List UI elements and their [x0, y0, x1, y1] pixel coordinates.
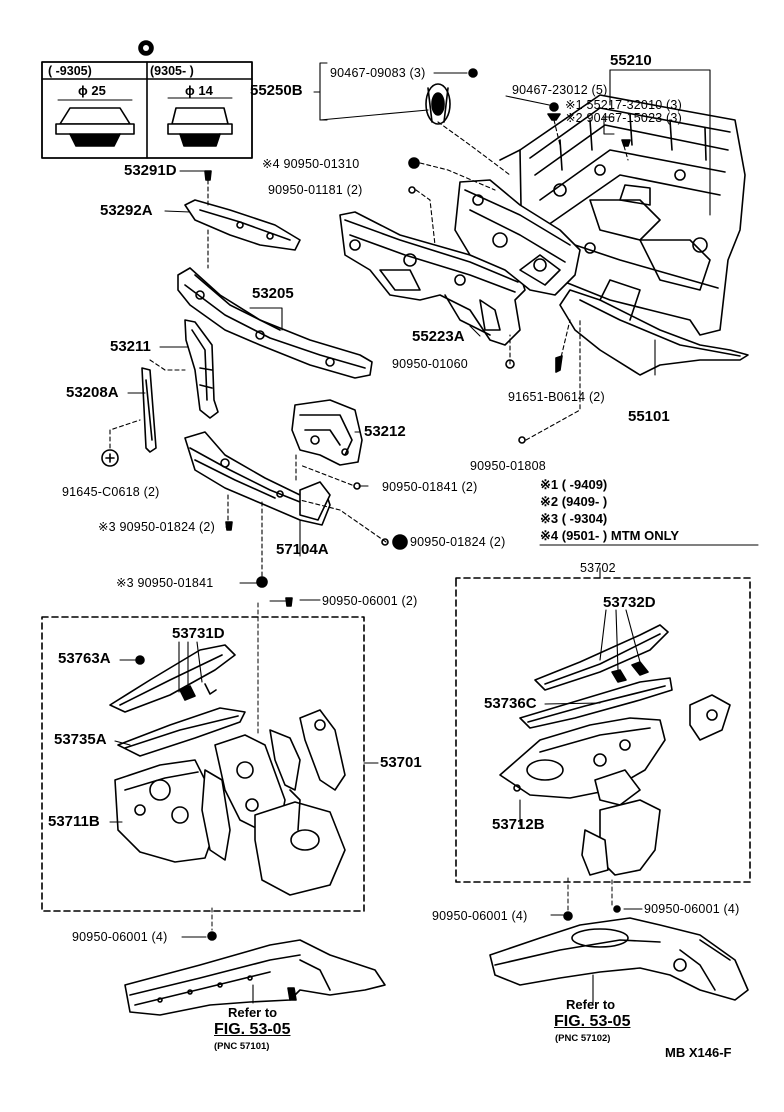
label-55101: 55101: [628, 408, 670, 425]
label-53735A: 53735A: [54, 731, 107, 748]
label-55223A: 55223A: [412, 328, 465, 345]
leader-lines: [109, 62, 759, 1004]
fasteners-top-right: [408, 102, 631, 444]
diagram-code: MB X146-F: [665, 1045, 732, 1060]
label-53702: 53702: [580, 561, 616, 575]
label-90950-06001-2: 90950-06001 (2): [322, 594, 418, 608]
label-57104A: 57104A: [276, 541, 329, 558]
label-53731D: 53731D: [172, 625, 225, 642]
inset-col1-range: ( -9305): [48, 64, 92, 78]
ref-right-fig: FIG. 53-05: [554, 1013, 631, 1030]
grommet-55250B: [425, 68, 478, 125]
label-90950-01841-2: 90950-01841 (2): [382, 480, 478, 494]
note-4: ※4 (9501- ) MTM ONLY: [540, 528, 679, 543]
ref-left-fig: FIG. 53-05: [214, 1021, 291, 1038]
label-55217-32010: ※1 55217-32010 (3): [565, 98, 682, 112]
note-1: ※1 ( -9409): [540, 477, 608, 492]
label-91651-B0614: 91651-B0614 (2): [508, 390, 605, 404]
label-53711B: 53711B: [48, 813, 100, 830]
label-53736C: 53736C: [484, 695, 537, 712]
apron-group-53702: [455, 577, 751, 921]
label-90950-01181: 90950-01181 (2): [268, 183, 363, 197]
frame-rail-left: [124, 939, 386, 1016]
label-90467-23012: 90467-23012 (5): [512, 83, 608, 97]
label-55250B: 55250B: [250, 82, 303, 99]
label-90467-15023: ※2 90467-15023 (3): [565, 111, 682, 125]
label-91645-C0618: 91645-C0618 (2): [62, 485, 160, 499]
label-55210: 55210: [610, 52, 652, 69]
label-53701: 53701: [380, 754, 422, 771]
label-53208A: 53208A: [66, 384, 119, 401]
frame-rail-right: [489, 917, 749, 1001]
label-53732D: 53732D: [603, 594, 656, 611]
label-90950-06001-4-left: 90950-06001 (4): [72, 930, 168, 944]
label-90950-01310: ※4 90950-01310: [262, 157, 360, 171]
inset-dia2: ϕ 14: [185, 83, 213, 98]
label-90950-01824-x3: ※3 90950-01824 (2): [98, 520, 215, 534]
inset-col2-range: (9305- ): [150, 64, 194, 78]
radiator-support: [101, 170, 408, 588]
label-90950-01808: 90950-01808: [470, 459, 546, 473]
label-53212: 53212: [364, 423, 406, 440]
label-90950-01824: 90950-01824 (2): [410, 535, 506, 549]
grommet-inset: [41, 40, 253, 159]
label-53211: 53211: [110, 338, 151, 355]
dash-panel-55210: [499, 94, 749, 376]
ref-right-line1: Refer to: [566, 997, 616, 1012]
label-90950-06001-4-right: 90950-06001 (4): [644, 902, 740, 916]
label-90467-09083: 90467-09083 (3): [330, 66, 426, 80]
label-90950-06001-4-mid: 90950-06001 (4): [432, 909, 528, 923]
inset-dia1: ϕ 25: [78, 83, 106, 98]
label-53292A: 53292A: [100, 202, 153, 219]
note-2: ※2 (9409- ): [540, 494, 608, 509]
label-53205: 53205: [252, 285, 294, 302]
ref-left-line1: Refer to: [228, 1005, 278, 1020]
label-53763A: 53763A: [58, 650, 111, 667]
note-3: ※3 ( -9304): [540, 511, 608, 526]
apron-group-53701: [41, 597, 365, 941]
label-53712B: 53712B: [492, 816, 545, 833]
label-90950-01841-x3: ※3 90950-01841: [116, 576, 214, 590]
label-53291D: 53291D: [124, 162, 177, 179]
panel-55223A: [339, 179, 581, 346]
label-90950-01060: 90950-01060: [392, 357, 468, 371]
ref-left-pnc: (PNC 57101): [214, 1041, 270, 1052]
ref-right-pnc: (PNC 57102): [555, 1033, 611, 1044]
